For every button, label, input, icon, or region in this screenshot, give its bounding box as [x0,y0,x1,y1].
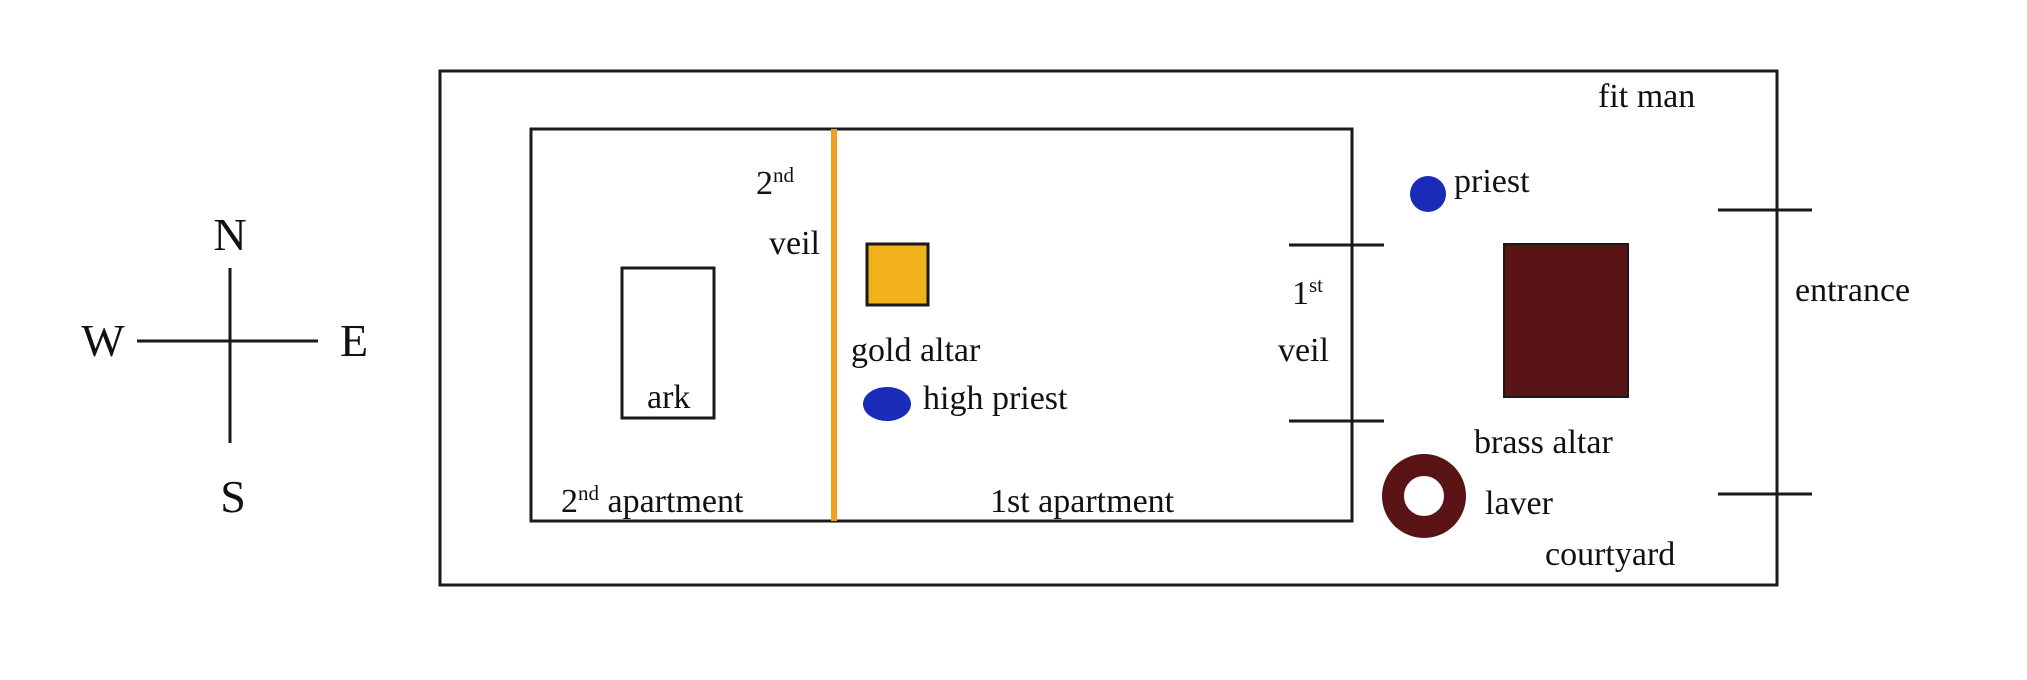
brass-altar-square [1503,243,1629,398]
fit-man-label: fit man [1598,78,1695,115]
gold-altar-label: gold altar [851,332,981,369]
high-priest-label: high priest [923,380,1068,417]
priest-label: priest [1454,163,1530,200]
laver-ring [1382,454,1466,538]
courtyard-boundary [438,69,1779,587]
compass-east-label: E [340,315,368,366]
first-veil-label-text: veil [1278,332,1329,369]
high-priest-dot [863,387,911,421]
ark-label: ark [647,379,690,416]
compass: N S W E [81,209,368,522]
second-veil-superscript: nd [773,163,795,187]
entrance-label: entrance [1795,272,1910,309]
compass-south-label: S [220,471,246,522]
priest-dot [1410,176,1446,212]
first-apartment-label: 1st apartment [990,483,1175,520]
tabernacle-building [529,127,1354,523]
first-veil-number: 1 [1292,275,1309,312]
first-veil-superscript: st [1309,273,1323,297]
ark-box [620,266,716,420]
gold-altar-square [865,242,930,307]
compass-west-label: W [81,315,125,366]
second-apartment-number: 2 [561,483,578,520]
second-apartment-text: apartment [599,483,744,520]
courtyard-label: courtyard [1545,536,1675,573]
second-apartment-superscript: nd [578,481,600,505]
second-apartment-label: 2nd apartment [561,481,744,520]
brass-altar-label: brass altar [1474,424,1613,461]
compass-north-label: N [213,209,246,260]
second-veil-number: 2 [756,165,773,202]
first-veil-label-number: 1st [1292,273,1323,312]
second-veil-label-text: veil [769,225,820,262]
second-veil-label-number: 2nd [756,163,795,202]
laver-label: laver [1485,485,1554,522]
